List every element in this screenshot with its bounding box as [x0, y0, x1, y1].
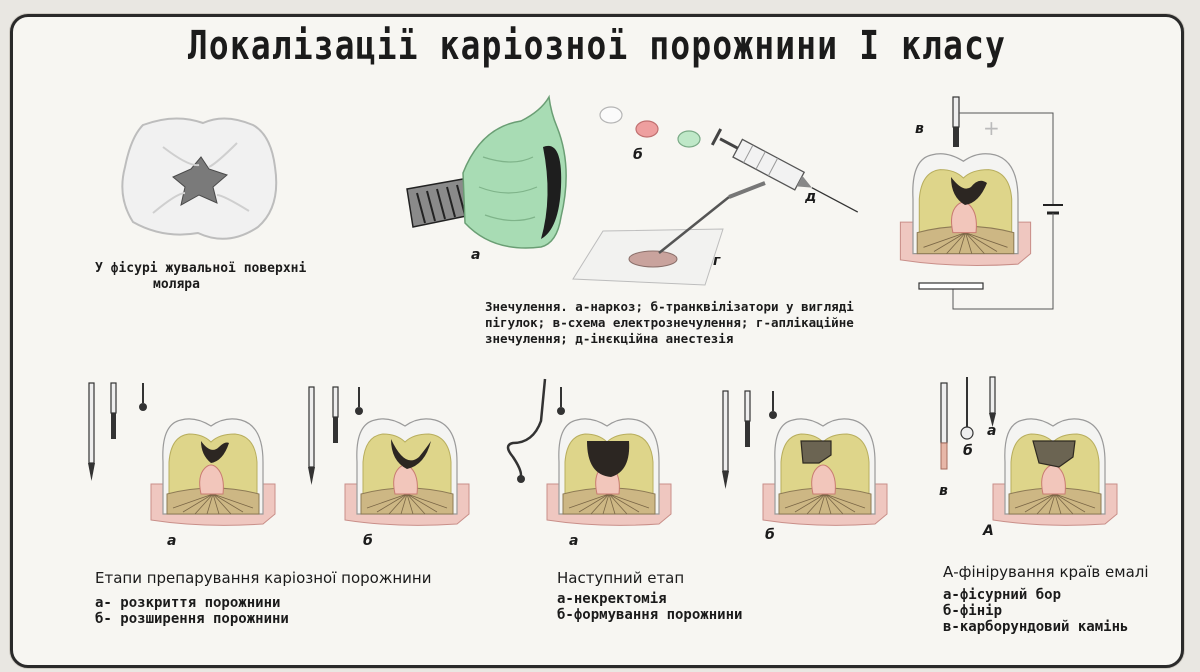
- label-anesthesia-d: д: [805, 189, 817, 205]
- stage1-item-b: б- розширення порожнини: [95, 611, 289, 627]
- page-title: Локалізації каріозної порожнини І класу: [187, 23, 1007, 69]
- molar-caption-line2: моляра: [153, 277, 200, 292]
- tranquilizer-pills-drawing: [599, 106, 701, 148]
- stage3-instruments: [940, 376, 996, 470]
- label-stage3-A: А: [983, 523, 994, 539]
- label-anesthesia-a: а: [471, 247, 481, 263]
- label-stage3-a: а: [987, 423, 997, 439]
- electroanesthesia-circuit-drawing: +: [899, 96, 1063, 310]
- stage3-tooth: [992, 418, 1118, 526]
- anesthesia-mask-drawing: [406, 94, 567, 249]
- poster-artwork: +: [87, 94, 1118, 526]
- label-anesthesia-g: г: [713, 253, 721, 269]
- label-stage1-b: б: [363, 533, 373, 549]
- stage3-item-a: а-фісурний бор: [943, 587, 1062, 603]
- stage2-heading: Наступний етап: [557, 569, 685, 587]
- stage3-heading: А-фінірування країв емалі: [943, 563, 1149, 581]
- molar-caption-line1: У фісурі жувальної поверхні: [95, 261, 307, 276]
- molar-occlusal-drawing: [121, 117, 278, 240]
- stage1-heading: Етапи препарування каріозної порожнини: [95, 569, 432, 587]
- svg-text:+: +: [983, 116, 1000, 140]
- label-stage2-b: б: [765, 527, 775, 543]
- stage2-instruments: [506, 378, 778, 490]
- anesthesia-caption-line1: Знечулення. а-наркоз; б-транквілізатори …: [485, 299, 854, 314]
- stage3-items: а-фісурний бор б-фінір в-карборундовий к…: [943, 587, 1128, 635]
- stage2-item-b: б-формування порожнини: [557, 607, 743, 623]
- syringe-drawing: [710, 128, 859, 213]
- stage2-item-a: а-некректомія: [557, 591, 667, 607]
- stage1-item-a: а- розкриття порожнини: [95, 595, 281, 611]
- label-stage3-v: в: [939, 483, 948, 499]
- label-stage3-b: б: [963, 443, 973, 459]
- label-stage1-a: а: [167, 533, 177, 549]
- application-anesthesia-drawing: [572, 181, 766, 286]
- anesthesia-caption-line3: знечулення; д-інєкційна анестезія: [485, 331, 734, 346]
- stage3-item-v: в-карборундовий камінь: [943, 619, 1129, 635]
- stage1-items: а- розкриття порожнини б- розширення пор…: [95, 595, 289, 627]
- stage2-items: а-некректомія б-формування порожнини: [557, 591, 742, 623]
- anesthesia-caption-line2: пігулок; в-схема електрознечулення; г-ап…: [485, 315, 854, 330]
- stage3-item-b: б-фінір: [943, 603, 1003, 619]
- label-stage2-a: а: [569, 533, 579, 549]
- poster-board: +: [10, 14, 1184, 668]
- stage2-teeth: [546, 418, 888, 526]
- label-anesthesia-b: б: [633, 147, 643, 163]
- stage1-teeth: [150, 418, 470, 526]
- label-anesthesia-v: в: [915, 121, 924, 137]
